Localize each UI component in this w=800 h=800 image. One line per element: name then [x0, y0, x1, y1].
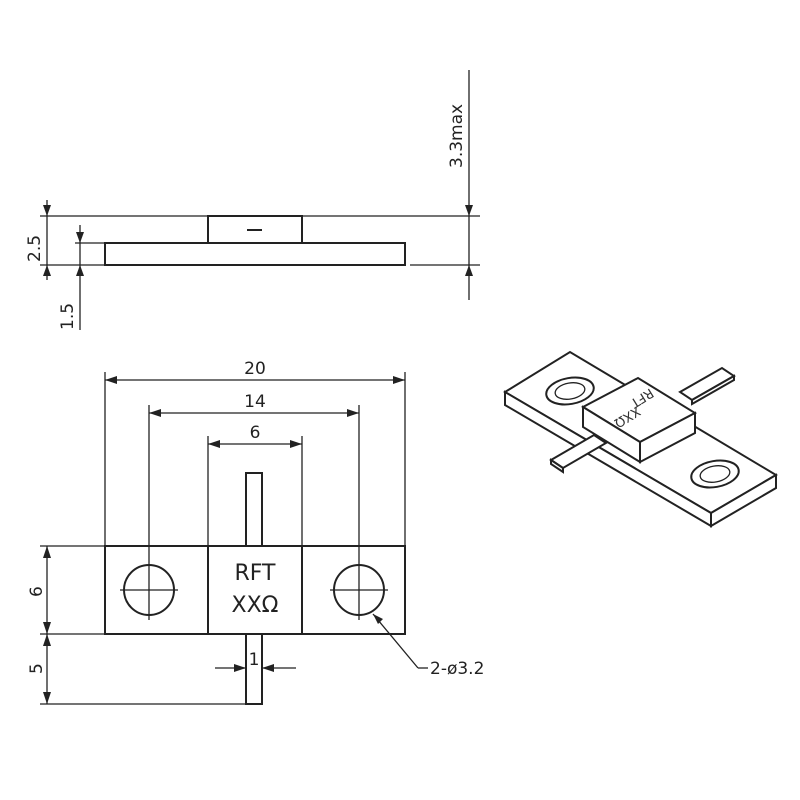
- dim-lead-width: 1: [249, 650, 260, 670]
- side-chip-body: [207, 215, 303, 244]
- dim-hole-spacing: 14: [244, 392, 266, 412]
- dim-chip-width: 6: [250, 423, 261, 443]
- top-chip-label-1: RFT: [235, 561, 277, 586]
- top-view: RFT XXΩ 20 14 6: [27, 359, 484, 705]
- dim-total-height: 2.5: [25, 235, 45, 262]
- iso-hole-left: [545, 376, 595, 406]
- dim-body-width: 20: [244, 359, 266, 379]
- dim-max-height: 3.3max: [447, 104, 467, 168]
- side-view: 2.5 1.5 3.3max: [25, 70, 480, 330]
- iso-view: RFT XXΩ: [503, 350, 778, 528]
- side-base-plate: [104, 242, 406, 266]
- dim-lead-length: 5: [27, 663, 47, 674]
- dim-base-height: 6: [27, 586, 47, 597]
- top-chip-body: [207, 545, 303, 635]
- top-lead-upper: [245, 472, 263, 547]
- top-chip-label-2: XXΩ: [232, 593, 279, 618]
- dim-base-thickness: 1.5: [58, 303, 78, 330]
- hole-callout: 2-ø3.2: [430, 659, 484, 679]
- iso-hole-right: [690, 459, 740, 489]
